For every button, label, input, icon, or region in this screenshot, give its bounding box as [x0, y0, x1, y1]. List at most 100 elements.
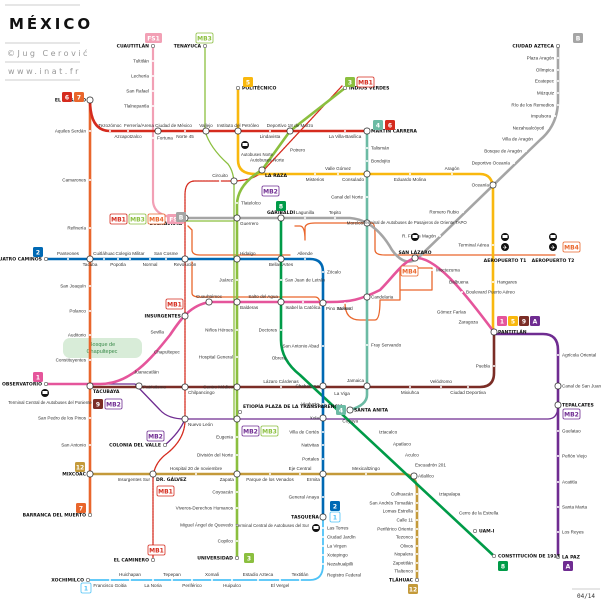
station-label[interactable]: Puebla — [476, 364, 491, 369]
interchange-station[interactable] — [205, 298, 213, 306]
station-label[interactable]: Apatlaco — [393, 442, 411, 447]
station-label[interactable]: UNIVERSIDAD — [197, 556, 233, 562]
station-marker[interactable] — [344, 130, 346, 132]
station-marker[interactable] — [149, 351, 151, 353]
station-label[interactable]: Hidalgo — [240, 251, 256, 256]
station-label[interactable]: San Pedro de los Pinos — [38, 416, 87, 421]
station-marker[interactable] — [492, 281, 494, 283]
station-label[interactable]: Refinería — [67, 226, 86, 231]
line-badge-12[interactable]: 12 — [408, 584, 418, 594]
station-label[interactable]: BUENAVISTA — [150, 221, 183, 227]
station-label[interactable]: La Villa-Basílica — [329, 134, 362, 139]
station-label[interactable]: Múzquiz — [537, 91, 555, 96]
station-label[interactable]: PANTITLÁN — [498, 329, 527, 336]
station-label[interactable]: Talismán — [371, 146, 390, 151]
station-label[interactable]: Romero Rubio — [429, 210, 459, 215]
line-badge-mb4[interactable]: MB4 — [400, 265, 419, 277]
line-badge-8[interactable]: 8 — [276, 201, 286, 211]
station-marker[interactable] — [557, 354, 559, 356]
station-label[interactable]: Salto del Agua — [248, 294, 278, 299]
station-label[interactable]: Jamaica — [347, 378, 365, 383]
station-label[interactable]: Río de los Remedios — [511, 103, 554, 108]
station-marker[interactable] — [322, 345, 324, 347]
station-marker[interactable] — [89, 359, 91, 361]
station-marker[interactable] — [257, 579, 259, 581]
station-label[interactable]: BARRANCA DEL MUERTO — [23, 513, 86, 519]
station-marker[interactable] — [557, 92, 559, 94]
station-marker[interactable] — [235, 85, 241, 91]
station-label[interactable]: Nuevo León — [188, 422, 213, 427]
station-marker[interactable] — [361, 420, 363, 422]
station-label[interactable]: Candelaria — [371, 295, 394, 300]
station-marker[interactable] — [416, 493, 418, 495]
station-marker[interactable] — [525, 150, 527, 152]
interchange-station[interactable] — [319, 414, 327, 422]
station-marker[interactable] — [322, 574, 324, 576]
station-marker[interactable] — [416, 502, 418, 504]
station-marker[interactable] — [109, 130, 111, 132]
station-label[interactable]: Potrero — [290, 148, 306, 153]
interchange-station[interactable] — [277, 255, 285, 263]
station-label[interactable]: Consulado — [342, 177, 364, 182]
station-marker[interactable] — [269, 130, 271, 132]
station-label[interactable]: Las Torres — [327, 526, 349, 531]
station-marker[interactable] — [149, 258, 151, 260]
interchange-station[interactable] — [346, 406, 354, 414]
station-label[interactable]: Estadio Azteca — [243, 572, 274, 577]
station-marker[interactable] — [416, 562, 418, 564]
station-marker[interactable] — [109, 579, 111, 581]
station-label[interactable]: Eugenia — [216, 435, 233, 440]
station-marker[interactable] — [322, 444, 324, 446]
station-marker[interactable] — [43, 381, 49, 387]
station-label[interactable]: Cuitláhuac — [93, 251, 115, 256]
station-label[interactable]: Zócalo — [327, 270, 341, 275]
station-label[interactable]: Los Reyes — [562, 530, 584, 535]
station-marker[interactable] — [314, 173, 316, 175]
line-badge-7[interactable]: 7 — [76, 503, 86, 513]
station-label[interactable]: Olivos — [400, 544, 413, 549]
station-marker[interactable] — [302, 301, 304, 303]
station-marker[interactable] — [89, 310, 91, 312]
interchange-station[interactable] — [363, 127, 371, 135]
station-marker[interactable] — [89, 417, 91, 419]
interchange-station[interactable] — [554, 401, 562, 409]
station-marker[interactable] — [236, 491, 238, 493]
station-label[interactable]: Nezahualpilli — [327, 562, 353, 567]
station-marker[interactable] — [234, 555, 240, 561]
station-marker[interactable] — [322, 271, 324, 273]
station-label[interactable]: San Rafael — [126, 89, 149, 94]
station-label[interactable]: LA PAZ — [562, 555, 581, 561]
station-marker[interactable] — [129, 258, 131, 260]
station-label[interactable]: Lomas Estrella — [383, 509, 414, 514]
station-label[interactable]: Canal del Norte — [331, 195, 363, 200]
station-label[interactable]: Juárez — [219, 278, 233, 283]
line-mb1-route[interactable] — [152, 85, 343, 561]
station-label[interactable]: Aragón — [445, 166, 460, 171]
line-badge-mb4[interactable]: MB4 — [562, 241, 581, 253]
station-label[interactable]: Eduardo Molina — [394, 177, 427, 182]
station-label[interactable]: Sevilla — [150, 330, 164, 335]
interchange-station[interactable] — [319, 470, 327, 478]
station-marker[interactable] — [89, 334, 91, 336]
line-badge-1[interactable]: 1 — [497, 316, 507, 326]
station-label[interactable]: Centro Médico — [203, 385, 233, 390]
line-badge-9[interactable]: 9 — [519, 316, 529, 326]
station-label[interactable]: Balbuena — [449, 280, 469, 285]
line-badge-9[interactable]: 9 — [93, 399, 103, 409]
line-badge-mb3[interactable]: MB3 — [128, 213, 147, 225]
interchange-station[interactable] — [490, 328, 498, 336]
line-badge-mb2[interactable]: MB2 — [261, 185, 280, 197]
interchange-station[interactable] — [86, 96, 94, 104]
station-label[interactable]: Periférico Oriente — [377, 527, 413, 532]
station-label[interactable]: XOCHIMILCO — [51, 578, 84, 584]
station-marker[interactable] — [184, 130, 186, 132]
station-label[interactable]: Hospital 20 de noviembre — [170, 466, 223, 471]
interchange-station[interactable] — [410, 472, 418, 480]
station-marker[interactable] — [366, 196, 368, 198]
line-badge-b[interactable]: B — [176, 212, 186, 222]
line-badge-mb2[interactable]: MB2 — [146, 430, 165, 442]
station-label[interactable]: Viveros-Derechos Humanos — [176, 506, 234, 511]
line-badge-8[interactable]: 8 — [498, 561, 508, 571]
station-marker[interactable] — [416, 519, 418, 521]
interchange-station[interactable] — [363, 293, 371, 301]
